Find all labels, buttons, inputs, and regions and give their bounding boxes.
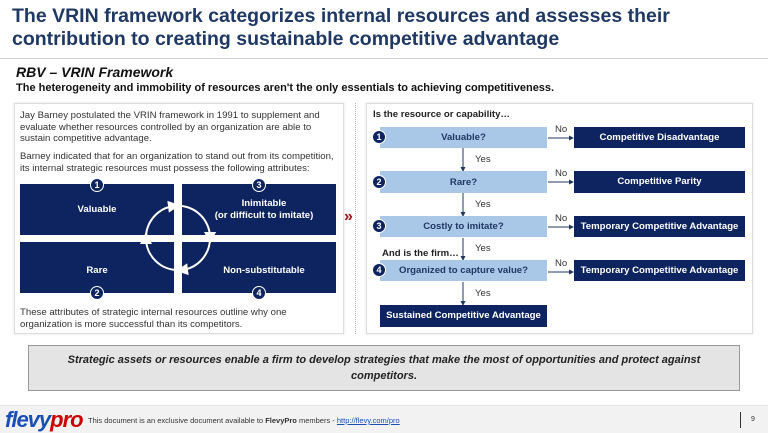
flevypro-logo: flevypro (5, 407, 84, 432)
slide-title: The VRIN framework categorizes internal … (12, 5, 670, 50)
question-rare: Rare? (380, 171, 547, 193)
yes-label: Yes (475, 288, 491, 299)
question-valuable: Valuable? (380, 127, 547, 148)
no-label: No (555, 168, 568, 179)
no-label: No (555, 124, 568, 135)
footer-brand: FlevyPro (265, 416, 297, 425)
title-divider (0, 58, 768, 59)
page-number: 9 (751, 416, 755, 423)
section-title: RBV – VRIN Framework (16, 64, 174, 80)
yes-label: Yes (475, 243, 491, 254)
panel-divider (355, 103, 356, 334)
result-sustained-advantage: Sustained Competitive Advantage (380, 305, 547, 327)
number-badge: 2 (90, 286, 104, 300)
footer-note: This document is an exclusive document a… (88, 416, 400, 425)
result-temporary-advantage: Temporary Competitive Advantage (574, 260, 745, 281)
question-costly: Costly to imitate? (380, 216, 547, 237)
conclusion-paragraph: These attributes of strategic internal r… (20, 307, 287, 330)
attributes-paragraph: Barney indicated that for an organizatio… (20, 151, 334, 174)
number-badge: 1 (90, 178, 104, 192)
footer-text: members - (296, 416, 337, 425)
key-takeaway-callout: Strategic assets or resources enable a f… (28, 345, 740, 391)
flevy-link[interactable]: http://flevy.com/pro (336, 416, 400, 425)
no-label: No (555, 258, 568, 269)
result-temporary-advantage: Temporary Competitive Advantage (574, 216, 745, 237)
number-badge: 4 (252, 286, 266, 300)
yes-label: Yes (475, 199, 491, 210)
chevron-right-icon: » (344, 208, 353, 225)
intro-paragraph: Jay Barney postulated the VRIN framework… (20, 110, 320, 144)
firm-label: And is the firm… (382, 248, 459, 259)
footer-text: This document is an exclusive document a… (88, 416, 266, 425)
number-badge: 2 (372, 175, 386, 189)
result-competitive-disadvantage: Competitive Disadvantage (574, 127, 745, 148)
no-label: No (555, 213, 568, 224)
number-badge: 3 (372, 219, 386, 233)
result-competitive-parity: Competitive Parity (574, 171, 745, 193)
cycle-arrows-icon (140, 200, 216, 276)
question-organized: Organized to capture value? (380, 260, 547, 281)
yes-label: Yes (475, 154, 491, 165)
subtitle: The heterogeneity and immobility of reso… (16, 82, 555, 94)
page-divider (740, 412, 741, 428)
number-badge: 1 (372, 130, 386, 144)
footer: flevypro This document is an exclusive d… (0, 405, 768, 433)
number-badge: 4 (372, 263, 386, 277)
number-badge: 3 (252, 178, 266, 192)
flow-heading: Is the resource or capability… (373, 109, 511, 120)
flow-connectors (460, 135, 574, 306)
